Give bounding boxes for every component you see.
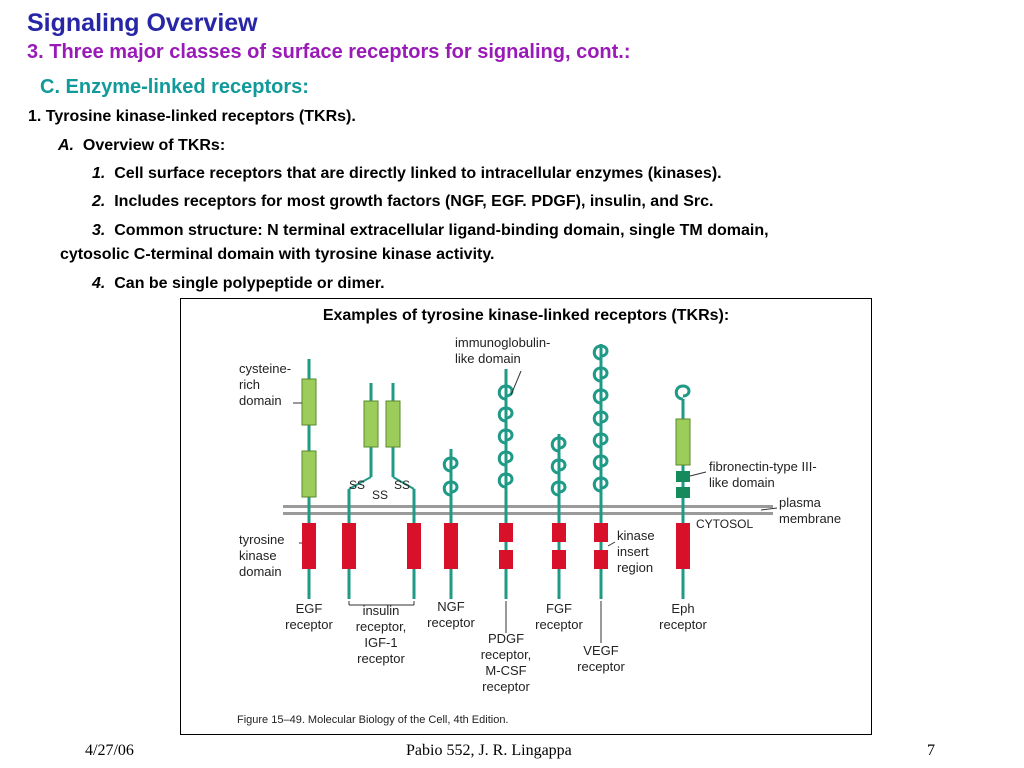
ngf-receptor-label-line1: NGF (437, 599, 465, 614)
outline-point-4: 4. Can be single polypeptide or dimer. (92, 275, 385, 293)
cytosol-label: CYTOSOL (696, 517, 753, 531)
disulfide-label-1: SS (349, 478, 365, 492)
outline-point-3-number: 3. (92, 222, 106, 239)
fibronectin-label-line2: like domain (709, 475, 775, 490)
outline-point-3-text: Common structure: N terminal extracellul… (114, 222, 769, 239)
immuno-label-line1: immunoglobulin- (455, 335, 550, 350)
tyrosine-label-line1: tyrosine (239, 532, 285, 547)
outline-item-a-text: Overview of TKRs: (82, 137, 226, 154)
eph-receptor-shape (674, 384, 691, 599)
slide-title: Signaling Overview (27, 9, 258, 37)
insulin-receptor-label-line2: receptor, (356, 619, 407, 634)
eph-receptor-label-line1: Eph (671, 601, 694, 616)
insulin-receptor-shape (342, 383, 421, 599)
figure-panel: Examples of tyrosine kinase-linked recep… (180, 298, 872, 735)
slide-subtitle: 3. Three major classes of surface recept… (27, 41, 631, 63)
footer-page-number: 7 (927, 742, 935, 759)
outline-point-1-number: 1. (92, 165, 106, 182)
outline-point-2: 2. Includes receptors for most growth fa… (92, 193, 713, 211)
outline-point-2-number: 2. (92, 193, 106, 210)
outline-point-1: 1. Cell surface receptors that are direc… (92, 165, 722, 183)
kinase-insert-label-line1: kinase (617, 528, 655, 543)
immuno-label-line2: like domain (455, 351, 521, 366)
pdgf-receptor-label-line4: receptor (482, 679, 530, 694)
pdgf-receptor-label-line1: PDGF (488, 631, 524, 646)
disulfide-label-3: SS (394, 478, 410, 492)
outline-point-3-continued: cytosolic C-terminal domain with tyrosin… (60, 246, 495, 263)
figure-source: Figure 15–49. Molecular Biology of the C… (237, 714, 509, 726)
cysteine-label-line3: domain (239, 393, 282, 408)
egf-receptor-shape (301, 359, 317, 599)
vegf-receptor-label-line2: receptor (577, 659, 625, 674)
eph-receptor-label-line2: receptor (659, 617, 707, 632)
pdgf-receptor-label-line3: M-CSF (485, 663, 526, 678)
ngf-receptor-label-line2: receptor (427, 615, 475, 630)
membrane-inner-line (283, 512, 773, 515)
disulfide-label-2: SS (372, 488, 388, 502)
outline-point-4-number: 4. (92, 275, 106, 292)
insulin-receptor-label-line3: IGF-1 (364, 635, 397, 650)
membrane-outer-line (283, 505, 773, 508)
outline-item-1: 1. Tyrosine kinase-linked receptors (TKR… (28, 108, 356, 125)
plasma-membrane-label-line2: membrane (779, 511, 841, 526)
pdgf-receptor-shape (497, 369, 514, 599)
outline-point-1-text: Cell surface receptors that are directly… (114, 165, 722, 182)
kinase-insert-label-line2: insert (617, 544, 649, 559)
section-heading: C. Enzyme-linked receptors: (40, 76, 309, 98)
outline-item-a: A. Overview of TKRs: (58, 137, 225, 155)
insulin-receptor-label-line4: receptor (357, 651, 405, 666)
tyrosine-label-line3: domain (239, 564, 282, 579)
egf-receptor-label-line1: EGF (296, 601, 323, 616)
figure-caption: Examples of tyrosine kinase-linked recep… (322, 307, 730, 324)
insulin-receptor-label-line1: insulin (363, 603, 400, 618)
fgf-receptor-label-line2: receptor (535, 617, 583, 632)
outline-point-4-text: Can be single polypeptide or dimer. (114, 275, 385, 292)
leader-lines (293, 370, 778, 643)
ngf-receptor-shape (442, 449, 459, 599)
pdgf-receptor-label-line2: receptor, (481, 647, 532, 662)
kinase-insert-label-line3: region (617, 560, 653, 575)
fgf-receptor-label-line1: FGF (546, 601, 572, 616)
vegf-receptor-shape (592, 344, 609, 599)
cysteine-label-line1: cysteine- (239, 361, 291, 376)
plasma-membrane-label-line1: plasma (779, 495, 822, 510)
fibronectin-label-line1: fibronectin-type III- (709, 459, 817, 474)
tkr-diagram: cysteine- rich domain immunoglobulin- li… (237, 335, 841, 726)
cysteine-label-line2: rich (239, 377, 260, 392)
fgf-receptor-shape (550, 434, 567, 599)
tyrosine-label-line2: kinase (239, 548, 277, 563)
footer-date: 4/27/06 (85, 742, 134, 759)
outline-point-2-text: Includes receptors for most growth facto… (114, 193, 714, 210)
vegf-receptor-label-line1: VEGF (583, 643, 618, 658)
egf-receptor-label-line2: receptor (285, 617, 333, 632)
outline-item-a-number: A. (58, 137, 74, 154)
footer-author: Pabio 552, J. R. Lingappa (406, 742, 572, 759)
outline-point-3: 3. Common structure: N terminal extracel… (92, 222, 769, 240)
